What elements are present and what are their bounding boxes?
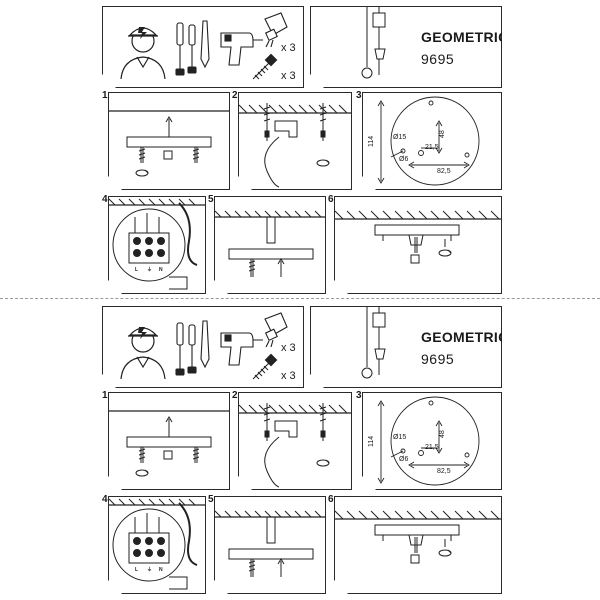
step-4-panel: L ⏚ N xyxy=(108,196,206,294)
instruction-sheet-bottom: x 3 x 3 GEOMETRIC 9695 1 xyxy=(0,300,600,600)
hole-small-offset: 21,5 xyxy=(425,444,439,451)
electrician-icon xyxy=(121,327,165,379)
bulb-icon xyxy=(265,313,287,347)
step-1-illustration xyxy=(109,93,229,189)
screw-icon xyxy=(253,354,277,379)
tools-panel: x 3 x 3 xyxy=(102,6,304,88)
electrician-icon xyxy=(121,27,165,79)
product-code: 9695 xyxy=(421,351,455,367)
hole-large-diameter: Ø15 xyxy=(393,134,406,141)
bulb-quantity: x 3 xyxy=(281,342,296,354)
product-illustration xyxy=(311,307,501,387)
drilling-template-diagram: 114 48 Ø15 21,5 Ø6 82,5 xyxy=(363,393,501,489)
product-code: 9695 xyxy=(421,51,455,67)
hole-small-offset: 21,5 xyxy=(425,144,439,151)
step-2-illustration xyxy=(239,93,351,189)
step-number: 3 xyxy=(356,390,362,401)
step-3-panel: 114 48 Ø15 21,5 Ø6 82,5 xyxy=(362,92,502,190)
hole-small-diameter: Ø6 xyxy=(399,156,408,163)
screw-icon xyxy=(253,54,277,79)
step-2-illustration xyxy=(239,393,351,489)
wiring-illustration: L ⏚ N xyxy=(109,497,205,593)
step-number: 4 xyxy=(102,494,108,505)
screw-quantity: x 3 xyxy=(281,70,296,82)
step-number: 5 xyxy=(208,494,214,505)
product-name: GEOMETRIC xyxy=(421,329,509,345)
tools-panel: x 3 x 3 xyxy=(102,306,304,388)
product-name: GEOMETRIC xyxy=(421,29,509,45)
step-2-panel xyxy=(238,392,352,490)
hole-large-diameter: Ø15 xyxy=(393,434,406,441)
template-offset-x: 82,5 xyxy=(437,168,451,175)
step-6-illustration xyxy=(335,497,501,593)
product-panel: GEOMETRIC 9695 xyxy=(310,6,502,88)
step-number: 1 xyxy=(102,390,108,401)
template-offset-y: 48 xyxy=(439,130,446,138)
terminal-live-label: L xyxy=(135,567,138,573)
drill-icon xyxy=(221,333,263,365)
screwdriver-icon xyxy=(176,321,209,375)
terminal-live-label: L xyxy=(135,267,138,273)
step-number: 4 xyxy=(102,194,108,205)
step-1-panel xyxy=(108,92,230,190)
step-6-illustration xyxy=(335,197,501,293)
step-number: 6 xyxy=(328,194,334,205)
terminal-neutral-label: N xyxy=(159,567,163,573)
cut-line xyxy=(0,298,600,299)
drill-icon xyxy=(221,33,263,65)
step-1-illustration xyxy=(109,393,229,489)
screw-quantity: x 3 xyxy=(281,370,296,382)
terminal-earth-label: ⏚ xyxy=(147,266,152,273)
drilling-template-diagram: 114 48 Ø15 21,5 Ø6 82,5 xyxy=(363,93,501,189)
tools-illustration: x 3 x 3 xyxy=(103,7,303,87)
step-number: 1 xyxy=(102,90,108,101)
step-number: 2 xyxy=(232,390,238,401)
template-offset-y: 48 xyxy=(439,430,446,438)
instruction-sheet-top: x 3 x 3 GEOMETRIC 9695 1 xyxy=(102,0,600,300)
step-5-illustration xyxy=(215,497,325,593)
step-6-panel xyxy=(334,196,502,294)
template-height: 114 xyxy=(368,436,375,447)
step-number: 5 xyxy=(208,194,214,205)
step-5-panel xyxy=(214,496,326,594)
product-panel: GEOMETRIC 9695 xyxy=(310,306,502,388)
bulb-icon xyxy=(265,13,287,47)
step-6-panel xyxy=(334,496,502,594)
bulb-quantity: x 3 xyxy=(281,42,296,54)
wiring-illustration: L ⏚ N xyxy=(109,197,205,293)
terminal-earth-label: ⏚ xyxy=(147,566,152,573)
step-number: 2 xyxy=(232,90,238,101)
step-5-panel xyxy=(214,196,326,294)
terminal-neutral-label: N xyxy=(159,267,163,273)
step-5-illustration xyxy=(215,197,325,293)
step-number: 3 xyxy=(356,90,362,101)
step-number: 6 xyxy=(328,494,334,505)
hole-small-diameter: Ø6 xyxy=(399,456,408,463)
step-2-panel xyxy=(238,92,352,190)
tools-illustration: x 3 x 3 xyxy=(103,307,303,387)
template-offset-x: 82,5 xyxy=(437,468,451,475)
step-1-panel xyxy=(108,392,230,490)
product-illustration xyxy=(311,7,501,87)
step-3-panel: 114 48 Ø15 21,5 Ø6 82,5 xyxy=(362,392,502,490)
step-4-panel: L ⏚ N xyxy=(108,496,206,594)
screwdriver-icon xyxy=(176,21,209,75)
template-height: 114 xyxy=(368,136,375,147)
